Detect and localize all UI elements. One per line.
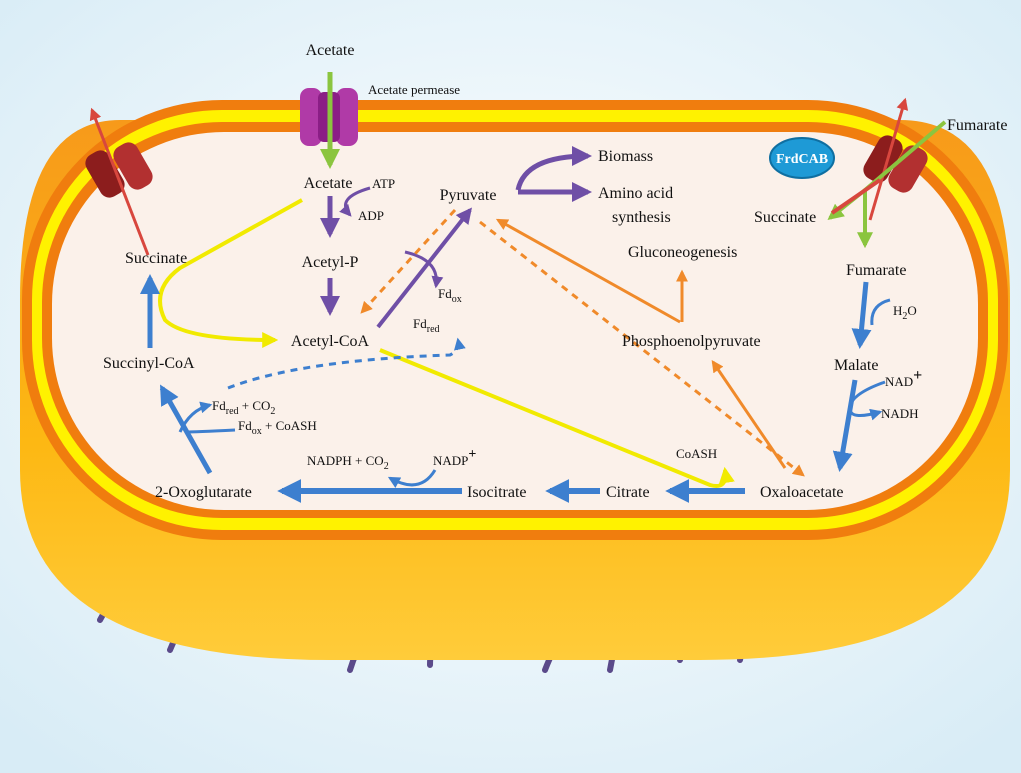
label-pyruvate: Pyruvate xyxy=(440,187,497,204)
label-acetate-ext: Acetate xyxy=(306,42,355,59)
label-acetate-permease: Acetate permease xyxy=(368,82,460,97)
label-atp: ATP xyxy=(372,176,395,191)
label-isocitrate: Isocitrate xyxy=(467,484,527,501)
frdcab-enzyme: FrdCAB xyxy=(770,138,834,178)
label-nadh: NADH xyxy=(881,406,919,421)
label-citrate: Citrate xyxy=(606,484,650,501)
label-acetate: Acetate xyxy=(304,175,353,192)
label-acetyl-coa: Acetyl-CoA xyxy=(291,333,370,350)
label-oxoglutarate: 2-Oxoglutarate xyxy=(155,484,252,501)
label-phosphoenolpyruvate: Phosphoenolpyruvate xyxy=(622,333,761,350)
label-fumarate: Fumarate xyxy=(846,262,906,279)
label-oxaloacetate: Oxaloacetate xyxy=(760,484,844,501)
cytoplasm xyxy=(52,132,978,510)
label-synthesis: synthesis xyxy=(612,209,671,226)
label-adp: ADP xyxy=(358,208,384,223)
svg-text:FrdCAB: FrdCAB xyxy=(776,152,828,167)
label-succinate-right: Succinate xyxy=(754,209,816,226)
label-acetyl-p: Acetyl-P xyxy=(302,254,359,271)
label-amino-acid: Amino acid xyxy=(598,185,673,202)
label-biomass: Biomass xyxy=(598,148,653,165)
label-fumarate-ext: Fumarate xyxy=(947,117,1007,134)
label-malate: Malate xyxy=(834,357,878,374)
label-succinyl-coa: Succinyl-CoA xyxy=(103,355,195,372)
label-gluconeogenesis: Gluconeogenesis xyxy=(628,244,737,261)
label-succinate-left: Succinate xyxy=(125,250,187,267)
label-coash: CoASH xyxy=(676,446,717,461)
